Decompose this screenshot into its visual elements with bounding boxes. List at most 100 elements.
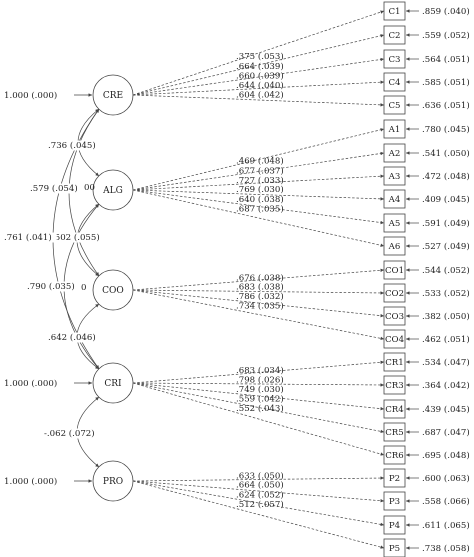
indicator-box-a3 (383, 166, 406, 186)
indicator-box-c5 (383, 95, 406, 115)
loading-label-a6: .687 (.035) (236, 203, 284, 214)
indicator-box-a1 (383, 119, 406, 139)
indicator-label-co1: CO1 (385, 266, 404, 276)
path-labels: .375 (.053).664 (.039).660 (.039).644 (.… (3, 6, 470, 554)
indicator-box-a6 (383, 236, 406, 256)
indicator-box-p4 (383, 515, 406, 535)
residual-label-c2: .559 (.052) (422, 30, 470, 41)
indicator-label-c2: C2 (388, 31, 400, 41)
loading-path-co4 (132, 289, 385, 341)
indicator-label-cr6: CR6 (385, 451, 404, 461)
loading-label-cr4: .749 (.030) (236, 384, 284, 395)
residual-label-a2: .541 (.050) (422, 148, 470, 159)
residual-label-p4: .611 (.065) (422, 520, 470, 531)
indicator-label-a2: A2 (388, 149, 401, 159)
loading-path-c4 (132, 80, 385, 96)
residual-label-cr1: .534 (.047) (422, 357, 470, 368)
factor-label-cre: CRE (103, 91, 123, 101)
loading-label-c4: .644 (.040) (236, 80, 284, 91)
residual-label-p2: .600 (.063) (422, 473, 470, 484)
loading-label-a5: .640 (.038) (236, 194, 284, 205)
loading-path-p4 (132, 480, 385, 527)
indicator-box-p2 (383, 468, 406, 488)
loading-path-co3 (132, 289, 385, 318)
residual-label-c5: .636 (.051) (422, 100, 470, 111)
factor-label-alg: ALG (102, 186, 123, 196)
indicator-box-co3 (383, 306, 406, 326)
indicator-box-cr3 (383, 375, 406, 395)
factor-variance-cri: 1.000 (.000) (4, 378, 57, 389)
loading-path-c5 (132, 94, 385, 107)
correlation-label-cre-alg: .736 (.045) (48, 140, 96, 151)
loading-label-co2: .683 (.038) (236, 282, 284, 293)
residual-label-a5: .591 (.049) (422, 218, 470, 229)
residual-label-co2: .533 (.052) (422, 288, 470, 299)
loading-label-cr1: .683 (.034) (236, 365, 284, 376)
factor-label-pro: PRO (103, 477, 123, 487)
loading-path-cr1 (132, 360, 385, 384)
indicator-label-cr3: CR3 (385, 381, 404, 391)
indicator-box-cr5 (383, 422, 406, 442)
indicator-box-a2 (383, 143, 406, 163)
loading-label-p4: .624 (.052) (236, 490, 284, 501)
correlation-label-bg (29, 183, 83, 194)
alg-left-fragment: 00 (84, 183, 95, 193)
loading-label-cr6: .552 (.043) (236, 403, 284, 414)
loading-path-a1 (132, 128, 385, 191)
indicator-label-co2: CO2 (385, 289, 404, 299)
indicator-label-a1: A1 (388, 125, 401, 135)
indicator-label-cr5: CR5 (385, 428, 404, 438)
loading-path-p3 (132, 480, 385, 503)
correlation-label-bg (47, 332, 101, 343)
residual-label-a1: .780 (.045) (422, 124, 470, 135)
loading-label-p5: .512 (.057) (236, 499, 284, 510)
loading-label-a4: .769 (.030) (236, 184, 284, 195)
correlation-label-bg (43, 428, 102, 439)
indicator-label-cr1: CR1 (385, 358, 404, 368)
indicator-box-c4 (383, 72, 406, 92)
loading-path-co1 (132, 268, 385, 291)
factor-circle-cri (92, 362, 134, 404)
loading-label-cr3: .798 (.026) (236, 374, 284, 385)
loading-path-a4 (132, 189, 385, 201)
loading-path-a5 (132, 189, 385, 225)
indicator-label-c1: C1 (388, 7, 400, 17)
residual-label-p5: .738 (.058) (422, 543, 470, 554)
residual-label-c3: .564 (.051) (422, 54, 470, 65)
residual-label-co1: .544 (.052) (422, 265, 470, 276)
loading-label-p3: .664 (.050) (236, 480, 284, 491)
nodes: C1C2C3C4C5A1A2A3A4A5A6CO1CO2CO3CO4CR1CR3… (92, 1, 406, 557)
loading-path-c1 (132, 10, 385, 96)
indicator-box-co1 (383, 260, 406, 280)
indicator-box-p3 (383, 491, 406, 511)
loading-label-c1: .375 (.053) (236, 51, 284, 62)
indicator-box-c1 (383, 1, 406, 21)
residual-label-p3: .558 (.066) (422, 496, 470, 507)
indicator-box-co2 (383, 283, 406, 303)
indicator-label-a5: A5 (388, 219, 401, 229)
residual-label-a6: .527 (.049) (422, 241, 470, 252)
correlation-label-bg (47, 140, 101, 151)
loading-path-cr4 (132, 382, 385, 411)
indicator-label-cr4: CR4 (385, 405, 404, 415)
correlation-label-cre-cri: .761 (.041) (4, 232, 52, 243)
indicator-box-a5 (383, 213, 406, 233)
correlation-label-bg (51, 232, 105, 243)
correlation-label-coo-cri: .642 (.046) (48, 332, 96, 343)
loading-label-a3: .727 (.033) (236, 175, 284, 186)
residual-label-co4: .462 (.051) (422, 334, 470, 345)
residual-label-cr4: .439 (.045) (422, 404, 470, 415)
correlation-label-cri-pro: -.062 (.072) (44, 428, 95, 439)
residual-label-a4: .409 (.045) (422, 194, 470, 205)
coo-left-fragment: 0 (81, 283, 86, 293)
residual-label-co3: .382 (.050) (422, 311, 470, 322)
indicator-label-p3: P3 (389, 497, 400, 507)
residual-label-cr5: .687 (.047) (422, 427, 470, 438)
correlation-label-bg (3, 232, 57, 243)
loading-path-cr5 (132, 382, 385, 434)
loading-label-co4: .734 (.035) (236, 301, 284, 312)
loading-path-c3 (132, 57, 385, 96)
loading-label-cr5: .559 (.042) (236, 394, 284, 405)
indicator-label-c5: C5 (388, 101, 400, 111)
loading-path-a3 (132, 174, 385, 191)
